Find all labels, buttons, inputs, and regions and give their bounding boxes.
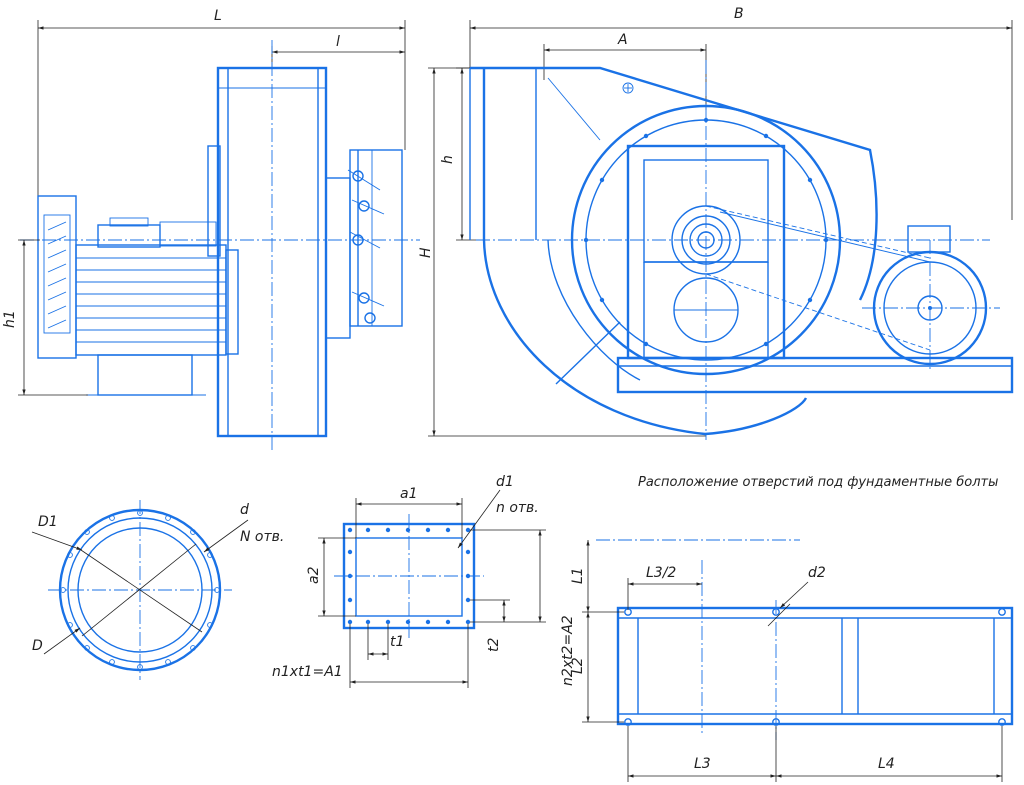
dim-label-a2: a2 (306, 566, 322, 584)
label-N-holes: N отв. (240, 529, 284, 545)
dim-label-D: D (32, 638, 43, 654)
dim-label-h1: h1 (2, 310, 18, 328)
rect-flange-view: a1 a2 d1 n отв. t1 n1xt1=A1 t2 n2xt2=A2 (272, 474, 576, 688)
foundation-note: Расположение отверстий под фундаментные … (638, 475, 998, 490)
dim-label-H: H (418, 247, 434, 258)
dim-label-l: l (336, 34, 340, 50)
front-view: B A h H (418, 6, 1014, 440)
dim-label-A: A (617, 32, 628, 48)
foundation-bolt-holes (624, 608, 1006, 726)
dim-label-L: L (214, 8, 222, 24)
side-view: L l (2, 8, 420, 450)
foundation-layout-view: Расположение отверстий под фундаментные … (570, 475, 1014, 782)
dim-label-B: B (734, 6, 744, 22)
dim-label-d: d (240, 502, 249, 518)
dim-label-d1: d1 (496, 474, 514, 490)
rect-flange-holes (347, 527, 471, 625)
dim-label-D1: D1 (38, 514, 58, 530)
round-flange-view: D1 D d N отв. (31, 500, 284, 680)
dim-label-h: h (440, 155, 456, 164)
dim-label-L3-half: L3/2 (646, 565, 676, 581)
label-n-holes: n отв. (496, 500, 539, 516)
dim-label-L1: L1 (570, 567, 586, 584)
impeller-bolt-holes (583, 117, 829, 347)
dim-label-n2t2: n2xt2=A2 (560, 615, 576, 686)
dim-label-L2: L2 (570, 657, 586, 674)
dim-label-d2: d2 (808, 565, 826, 581)
dim-label-n1t1: n1xt1=A1 (272, 664, 343, 680)
dim-label-a1: a1 (400, 486, 418, 502)
dim-label-L3: L3 (694, 756, 711, 772)
dim-label-L4: L4 (878, 756, 895, 772)
dim-label-t2: t2 (486, 638, 502, 652)
dim-label-t1: t1 (390, 634, 404, 650)
